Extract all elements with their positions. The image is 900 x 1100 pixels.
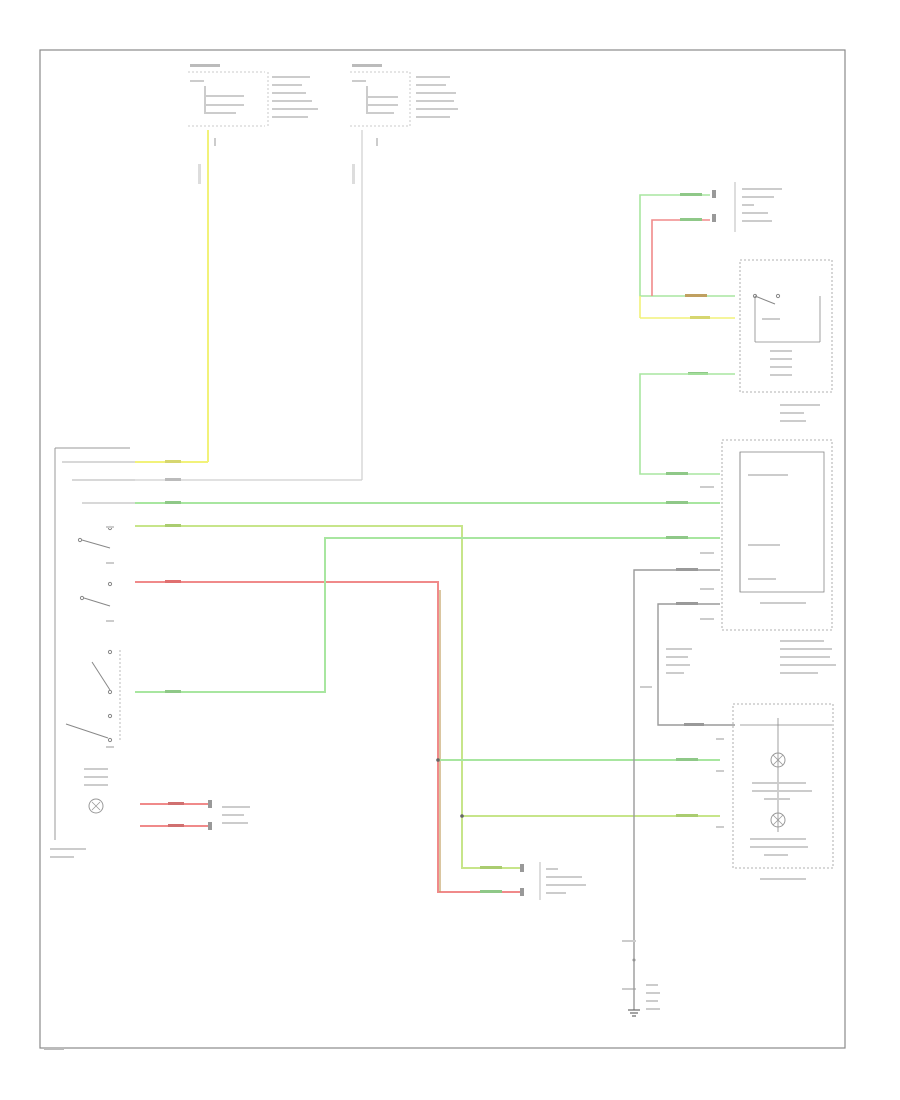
footer-code-mark [44,1047,64,1050]
bottom-center-connector [480,862,586,900]
fuse-box-right [350,64,458,127]
ground-symbol [622,940,660,1017]
wire-green-top-right [639,194,735,297]
right-turn-indicator-icon [770,812,786,828]
wire-gray-ground-1 [633,569,720,945]
left-turn-indicator-icon [770,752,786,768]
switch-wire-tags [165,460,184,827]
relay-block [666,439,836,674]
top-right-connector [680,182,782,232]
diode-indicator [640,640,692,688]
wire-red-left-turn [135,581,520,893]
diagram-frame [39,49,846,1049]
turn-signal-switch [50,447,135,858]
hazard-connector [208,800,250,830]
wire-green-combo [135,537,720,693]
wire-green-combo-down [639,373,735,475]
combination-light-switch [685,259,833,422]
gauge-assembly [676,703,834,880]
wire-red-top-right [651,219,710,296]
fuse-box-left [188,64,318,127]
